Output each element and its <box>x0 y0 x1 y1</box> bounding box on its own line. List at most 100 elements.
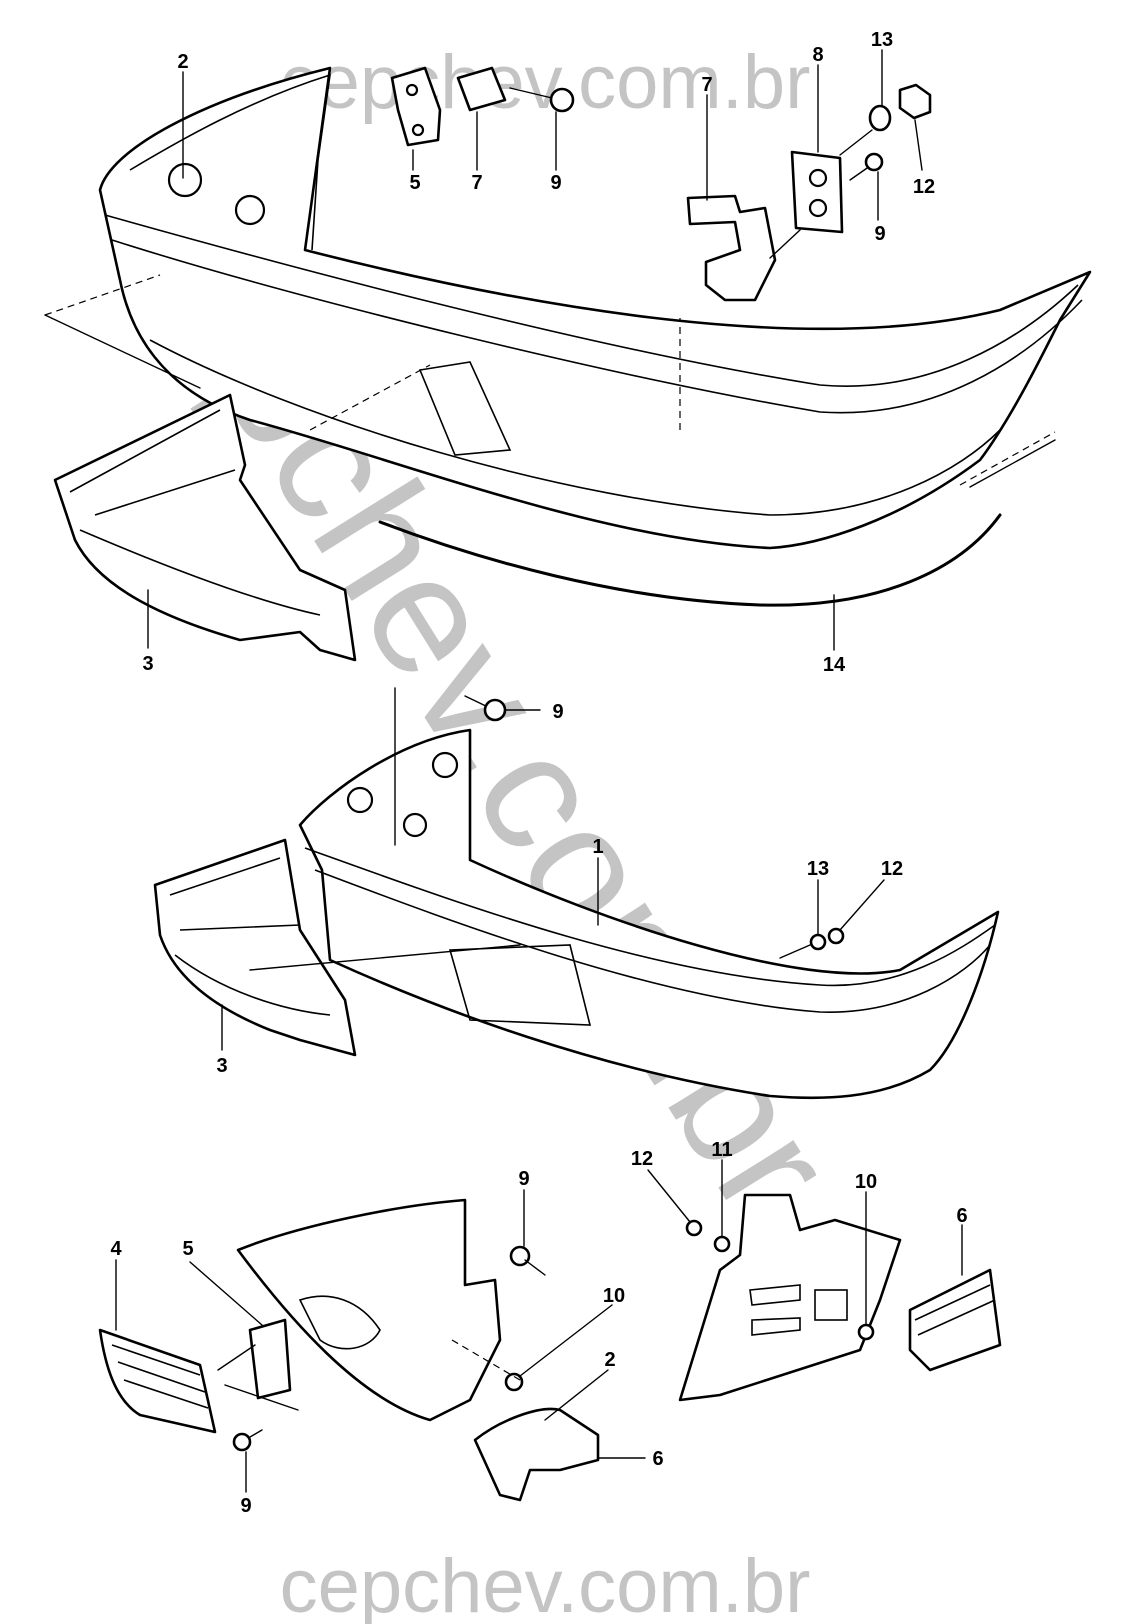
bracket-2-6-bottom-left <box>473 1407 600 1502</box>
lower-spoiler-middle <box>153 838 357 1057</box>
lower-spoiler-top <box>53 393 357 662</box>
bumper-mount-boss-2 <box>234 194 266 226</box>
fender-panel <box>236 1198 502 1422</box>
bottom-left-leader-1 <box>217 1344 256 1371</box>
assembly-line-top-2 <box>309 364 431 431</box>
screw-9-shank-top <box>509 87 553 99</box>
callout-mid-13: 13 <box>807 858 829 880</box>
screw-9-shank-right <box>849 165 871 181</box>
rear-quarter-detail <box>749 1284 801 1336</box>
retainer-7-top <box>456 66 507 112</box>
callout-bot-5: 5 <box>182 1238 193 1260</box>
screw-9-head-top <box>549 87 575 113</box>
clip-5-bottom <box>248 1318 292 1400</box>
rear-mount-boss-3 <box>402 812 428 838</box>
front-bumper-strip <box>104 214 1079 387</box>
nut-12-top <box>898 83 932 120</box>
callout-bot-9a: 9 <box>518 1168 529 1190</box>
nut-10-bottom-left <box>504 1372 524 1392</box>
fender-opening <box>298 1295 381 1350</box>
rear-bumper-assembly <box>298 728 1000 1100</box>
front-bumper-cover <box>98 66 1092 550</box>
screw-9-head-right <box>864 152 884 172</box>
side-molding-6 <box>908 1268 1002 1372</box>
front-bumper-strip-lower <box>111 239 1083 414</box>
washer-13-middle <box>809 933 827 951</box>
callout-top-2: 2 <box>177 51 188 73</box>
front-bumper-lower-lip <box>149 339 1001 516</box>
callout-top-3: 3 <box>142 653 153 675</box>
middle-leader-bolt <box>779 944 811 959</box>
molding-strip-14 <box>378 513 1002 607</box>
callout-bot-9b: 9 <box>240 1495 251 1517</box>
callout-top-9b: 9 <box>874 223 885 245</box>
rear-plate-recess <box>448 944 592 1026</box>
rear-mount-boss-2 <box>431 751 459 779</box>
plane-line-top <box>44 314 1056 488</box>
washer-11-bottom <box>713 1235 731 1253</box>
callout-bot-2: 2 <box>604 1349 615 1371</box>
watermark-bottom: cepchev.com.br <box>280 1544 811 1624</box>
callout-top-9a: 9 <box>550 172 561 194</box>
leader-line-plate <box>769 229 801 259</box>
rear-quarter-square <box>814 1289 848 1321</box>
callout-top-7b: 7 <box>701 74 712 96</box>
bracket-7-right <box>686 194 777 302</box>
lower-spoiler-top-inner <box>69 409 321 616</box>
rear-quarter-lower-panel <box>678 1193 902 1402</box>
front-bumper-assembly <box>98 66 1092 550</box>
bottom-left-leader-3 <box>524 1259 546 1276</box>
callout-top-14: 14 <box>823 654 846 676</box>
washer-13-top <box>868 104 892 132</box>
callout-bot-11: 11 <box>711 1139 732 1161</box>
callout-top-8: 8 <box>812 44 823 66</box>
callout-bot-6b: 6 <box>956 1205 967 1227</box>
bracket-5-hole-bottom <box>411 123 425 137</box>
bumper-mount-boss-1 <box>167 162 203 198</box>
callout-bot-6a: 6 <box>652 1448 663 1470</box>
lower-spoiler-middle-inner <box>169 857 331 1016</box>
leader-line-washer <box>839 129 873 156</box>
nut-12-middle <box>827 927 845 945</box>
bracket-5-hole-top <box>405 83 419 97</box>
license-plate-recess <box>418 361 512 456</box>
callout-top-5: 5 <box>409 172 420 194</box>
molding-end-4-ribs <box>111 1344 209 1409</box>
lower-spoiler-top-body <box>53 393 357 662</box>
callout-top-12: 12 <box>913 176 935 198</box>
callout-bot-12: 12 <box>631 1148 653 1170</box>
callout-labels: 2 5 7 9 7 8 13 12 9 3 14 9 1 13 12 3 4 5… <box>110 29 967 1517</box>
callout-mid-9: 9 <box>552 701 563 723</box>
bottom-left-detail <box>98 1198 600 1502</box>
molding-end-4 <box>98 1328 217 1434</box>
callout-top-7a: 7 <box>471 172 482 194</box>
watermark-top: cepchev.com.br <box>280 40 811 125</box>
plate-8-hole-1 <box>808 168 828 188</box>
plate-8 <box>790 150 844 234</box>
bottom-left-dash <box>451 1339 521 1381</box>
side-molding-6-ribs <box>914 1284 996 1336</box>
callout-mid-3: 3 <box>216 1055 227 1077</box>
callout-leaders <box>115 49 963 1493</box>
assembly-line-mid-1 <box>249 944 521 971</box>
bracket-5-top <box>390 66 442 147</box>
nut-10-bottom-right <box>857 1323 875 1341</box>
rear-bumper-strip <box>304 847 996 987</box>
bottom-left-leader-2 <box>224 1384 299 1411</box>
assembly-line-top-1 <box>44 274 161 316</box>
assembly-line-top-4 <box>959 431 1056 486</box>
bottom-right-detail <box>678 1193 1002 1402</box>
rear-bumper-cover <box>298 728 1000 1100</box>
plate-8-hole-2 <box>808 198 828 218</box>
screw-9-head-bottom-left <box>232 1432 252 1452</box>
screw-9-head-middle <box>483 698 507 722</box>
front-bumper-inner-wall <box>129 73 331 251</box>
nut-12-bottom <box>685 1219 703 1237</box>
lower-spoiler-middle-body <box>153 838 357 1057</box>
rear-bumper-strip-lower <box>314 869 991 1013</box>
rear-mount-boss-1 <box>346 786 374 814</box>
callout-bot-4: 4 <box>110 1238 122 1260</box>
callout-bot-10b: 10 <box>855 1171 877 1193</box>
hardware-top <box>390 66 932 302</box>
